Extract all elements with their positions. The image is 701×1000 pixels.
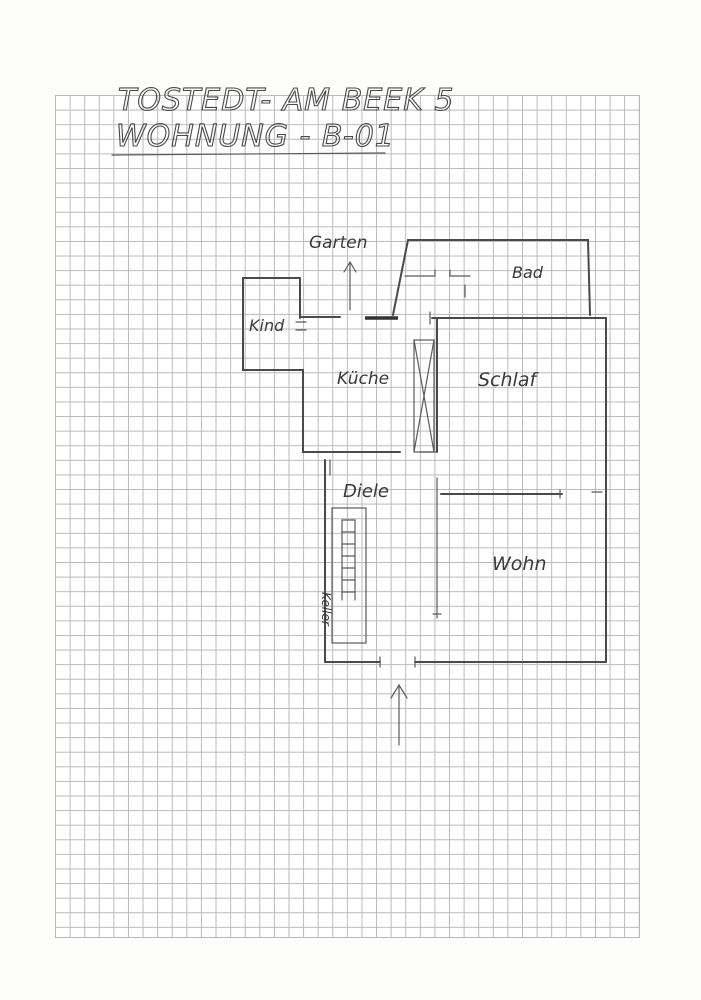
stairs-keller xyxy=(331,507,367,644)
label-garten: Garten xyxy=(309,233,367,253)
label-kueche: Küche xyxy=(337,369,389,389)
interior-walls xyxy=(329,317,603,619)
room-bad xyxy=(392,239,591,316)
entrance-arrow-icon xyxy=(390,683,408,746)
outer-walls xyxy=(299,311,607,668)
title-underline xyxy=(111,152,386,156)
label-schlaf: Schlaf xyxy=(478,369,539,391)
grid-paper xyxy=(55,95,640,938)
title-address: TOSTEDT- AM BEEK 5 xyxy=(118,83,455,118)
title-apartment: WOHNUNG - B-01 xyxy=(116,119,395,154)
garden-arrow-icon xyxy=(343,260,357,311)
label-kind: Kind xyxy=(249,316,285,335)
label-keller: Keller xyxy=(319,592,333,627)
label-bad: Bad xyxy=(512,263,544,282)
room-kind xyxy=(242,277,401,453)
label-diele: Diele xyxy=(343,481,389,502)
label-wohn: Wohn xyxy=(492,553,547,575)
